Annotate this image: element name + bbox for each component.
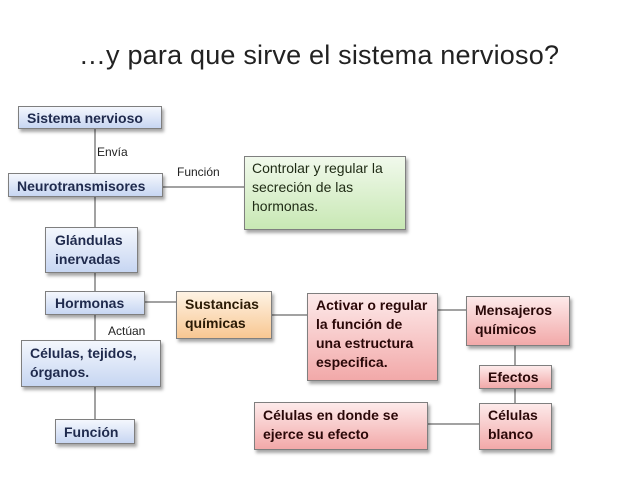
box-celulas-blanco: Células blanco (479, 403, 552, 450)
box-celulas-tejidos-organos: Células, tejidos, órganos. (21, 340, 161, 387)
box-funcion: Función (55, 419, 135, 444)
box-celulas-donde-efecto: Células en donde se ejerce su efecto (254, 402, 428, 450)
box-controlar-regular: Controlar y regular la secreción de las … (244, 156, 406, 230)
box-neurotransmisores: Neurotransmisores (8, 173, 163, 197)
box-efectos: Efectos (479, 365, 552, 389)
box-glandulas-inervadas: Glándulas inervadas (45, 227, 138, 273)
box-sistema-nervioso: Sistema nervioso (18, 106, 162, 129)
label-envia: Envía (97, 145, 128, 159)
label-actuan: Actúan (108, 324, 146, 338)
box-mensajeros-quimicos: Mensajeros químicos (466, 296, 570, 346)
box-sustancias-quimicas: Sustancias químicas (176, 291, 272, 339)
page-title: …y para que sirve el sistema nervioso? (78, 40, 560, 70)
label-funcion: Función (177, 165, 220, 179)
box-hormonas: Hormonas (45, 291, 145, 315)
box-activar-regular: Activar o regular la función de una estr… (307, 293, 438, 381)
